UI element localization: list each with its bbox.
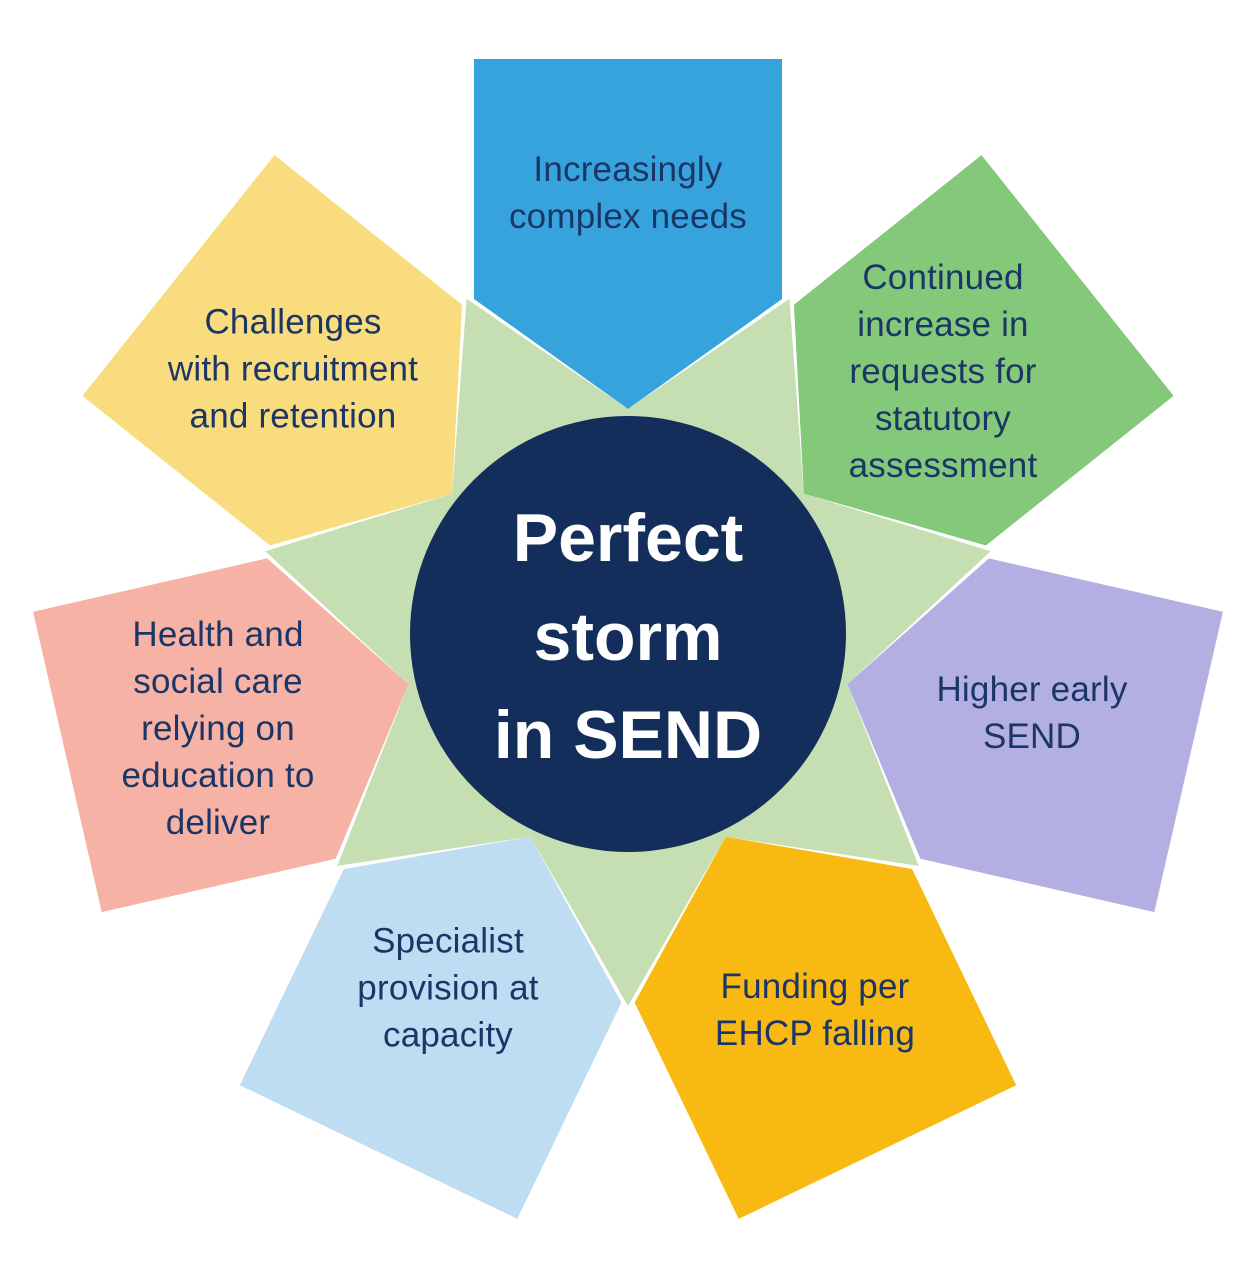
petal-label-recruitment-and-retention: Challenges with recruitment and retentio… bbox=[167, 302, 419, 436]
petal-shape-top-left bbox=[82, 155, 463, 546]
petal-label-specialist-provision-at-capacity: Specialist provision at capacity bbox=[357, 921, 539, 1055]
center-circle bbox=[410, 416, 846, 852]
petal-shape-top-right bbox=[793, 155, 1174, 546]
petal-shape-left bbox=[33, 558, 409, 913]
diagram-center-title: Perfect storm in SEND bbox=[493, 500, 763, 774]
petal-label-funding-per-ehcp-falling: Funding per EHCP falling bbox=[714, 967, 916, 1053]
petal-label-higher-early-send: Higher early SEND bbox=[936, 670, 1128, 756]
petal-label-health-and-social-care: Health and social care relying on educat… bbox=[121, 614, 315, 842]
petal-shape-bottom-right bbox=[634, 836, 1017, 1219]
petal-shape-bottom-left bbox=[239, 836, 622, 1219]
petal-label-increasingly-complex-needs: Increasingly complex needs bbox=[508, 150, 747, 236]
petal-shape-right bbox=[847, 558, 1223, 913]
petal-shape-top bbox=[474, 59, 782, 409]
petal-label-requests-for-statutory-assessment: Continued increase in requests for statu… bbox=[848, 257, 1038, 485]
